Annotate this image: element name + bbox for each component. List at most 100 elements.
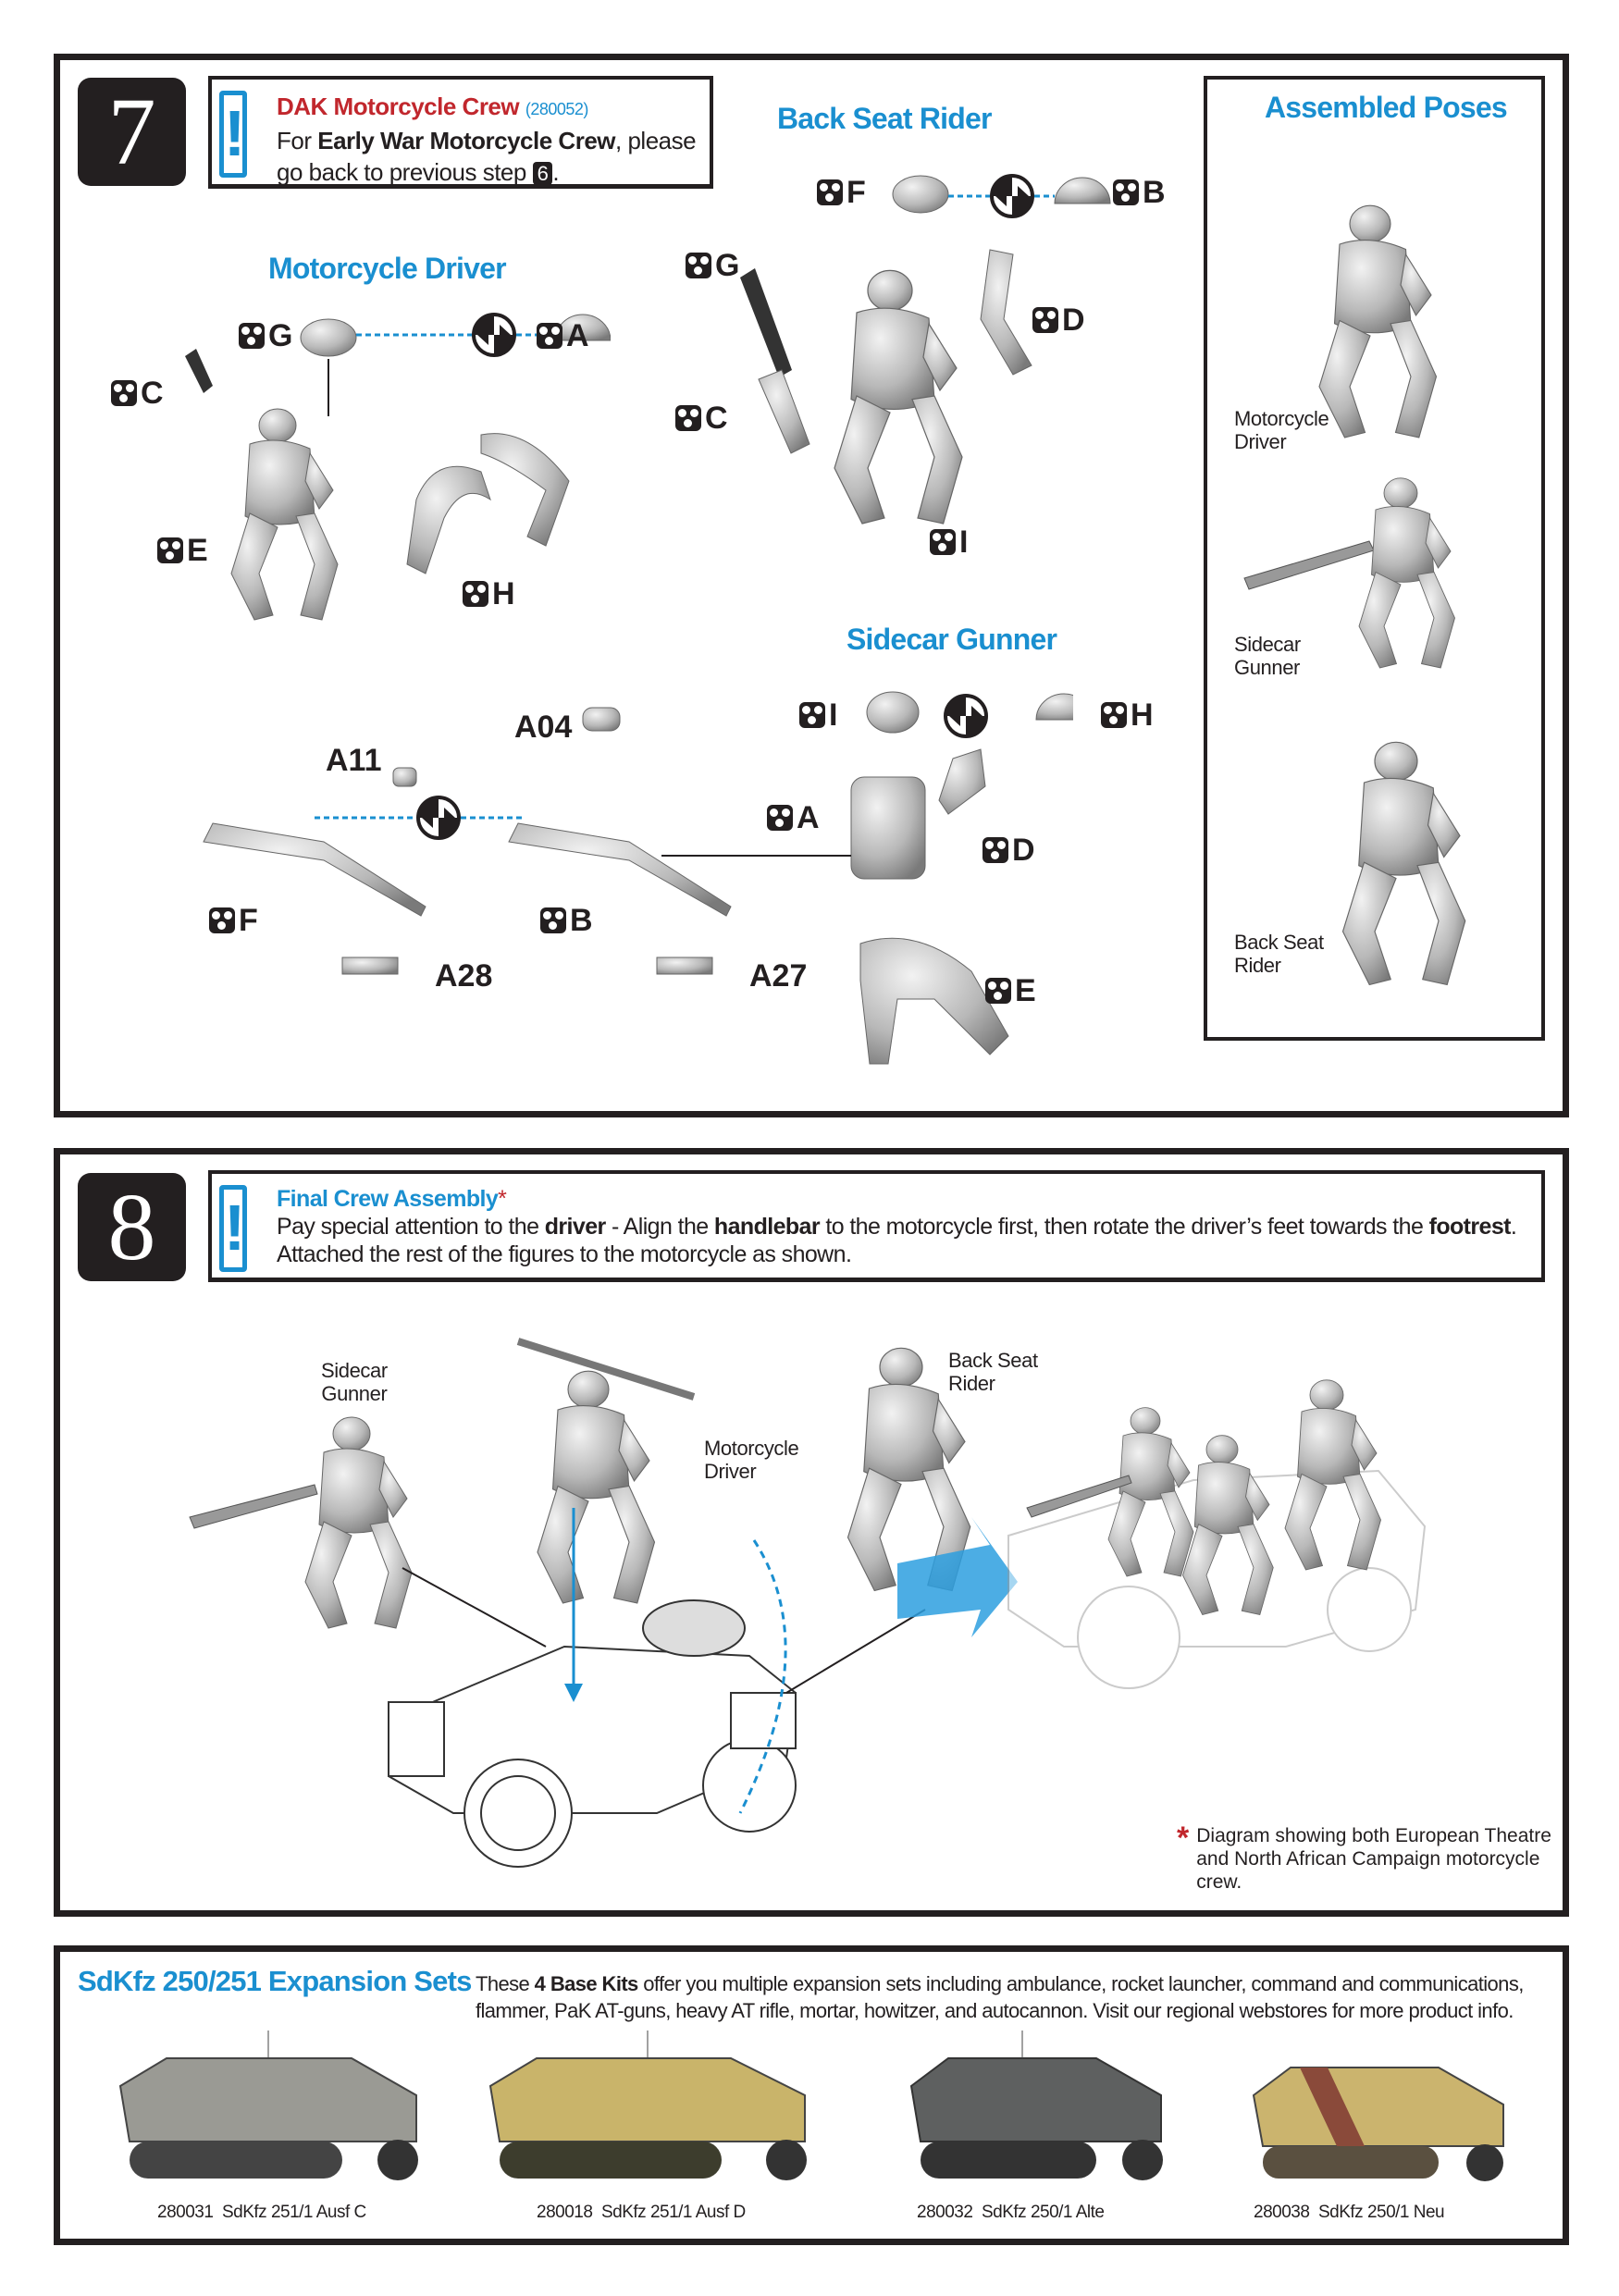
note-text: , please (615, 127, 697, 154)
part-letter: A (566, 318, 589, 353)
part-letter: H (1131, 697, 1154, 733)
arrow-icon (897, 1517, 1018, 1637)
kit-caption: 280031 SdKfz 251/1 Ausf C (157, 2203, 366, 2222)
step-7-note: ! DAK Motorcycle Crew (280052) For Early… (208, 76, 713, 189)
step-ref-badge: 6 (532, 162, 553, 185)
sidecar-gunner-parts-illustration (203, 691, 1073, 1065)
footnote: * Diagram showing both European Theatre … (1177, 1821, 1556, 1894)
part-label: G (239, 320, 292, 352)
part-code-a28: A28 (435, 958, 493, 994)
part-letter: C (705, 401, 728, 436)
part-label: F (209, 905, 258, 936)
step-7-badge: 7 (78, 78, 186, 186)
pose-sidecar-gunner (1243, 477, 1455, 669)
note-bold: footrest (1428, 1214, 1512, 1240)
step-7-panel (54, 54, 1569, 1117)
part-label: E (985, 975, 1036, 1006)
part-label: F (817, 177, 866, 208)
part-letter: B (570, 903, 593, 938)
part-label: B (1113, 177, 1166, 208)
part-label: E (157, 535, 208, 566)
note-bold: driver (544, 1214, 606, 1240)
sprue-icon (686, 253, 711, 278)
exclamation-icon: ! (219, 91, 247, 178)
footnote-text: Diagram showing both European Theatre an… (1196, 1825, 1551, 1893)
part-label: G (686, 250, 739, 281)
part-letter: H (492, 576, 515, 611)
note-bold: Early War Motorcycle Crew (317, 127, 616, 154)
part-label: I (799, 699, 837, 731)
note-text: - Align the (605, 1214, 714, 1240)
desc-text: These (476, 1972, 535, 1995)
assembled-motorcycle-ghost (1007, 1469, 1427, 1689)
part-letter: I (959, 525, 969, 560)
back-seat-rider-parts-illustration (740, 174, 1111, 525)
part-letter: E (187, 533, 208, 568)
sprue-icon (767, 805, 793, 831)
final-assembly-illustration (189, 1338, 1427, 1868)
note-text: Attached the rest of the figures to the … (277, 1241, 852, 1267)
desc-text: offer you multiple expansion sets includ… (476, 1972, 1524, 2022)
sprue-icon (209, 907, 235, 933)
sprue-icon (1113, 179, 1139, 205)
part-label: C (111, 377, 164, 409)
expansion-description: These 4 Base Kits offer you multiple exp… (476, 1970, 1549, 2024)
part-label: C (675, 402, 728, 434)
kit-caption: 280032 SdKfz 250/1 Alte (917, 2203, 1105, 2222)
motorcycle-driver-parts-illustration (185, 313, 611, 621)
note-text: For (277, 127, 318, 154)
part-label: A (767, 802, 820, 833)
note-text: . (1510, 1214, 1517, 1240)
exclamation-icon: ! (219, 1185, 247, 1272)
sprue-icon (463, 581, 488, 607)
part-letter: B (1143, 175, 1166, 210)
note-text: to the motorcycle first, then rotate the… (820, 1214, 1429, 1240)
part-label: A (537, 320, 589, 352)
part-label: D (983, 834, 1035, 866)
sprue-icon (157, 537, 183, 563)
note-title: Final Crew Assembly (277, 1186, 499, 1212)
part-letter: F (847, 175, 866, 210)
part-label: B (540, 905, 593, 936)
sprue-icon (239, 323, 265, 349)
sprue-icon (985, 978, 1011, 1004)
kit-caption: 280018 SdKfz 251/1 Ausf D (537, 2203, 746, 2222)
part-letter: A (797, 800, 820, 835)
sprue-icon (930, 529, 956, 555)
note-bold: handlebar (713, 1214, 821, 1240)
part-code-a11: A11 (326, 743, 382, 778)
sprue-icon (799, 702, 825, 728)
expansion-title: SdKfz 250/251 Expansion Sets (78, 1965, 472, 1997)
sidecar-gunner-title: Sidecar Gunner (847, 623, 1057, 656)
desc-bold: 4 Base Kits (534, 1972, 639, 1995)
halftrack-280031 (118, 2031, 418, 2180)
part-label: H (463, 578, 515, 610)
asterisk: * (1177, 1821, 1190, 1856)
motorcycle-driver-figure (516, 1338, 696, 1604)
sprue-icon (540, 907, 566, 933)
part-label: D (1032, 304, 1085, 336)
part-letter: D (1012, 833, 1035, 868)
sprue-icon (1032, 307, 1058, 333)
sprue-icon (817, 179, 843, 205)
note-text: Pay special attention to the (277, 1214, 545, 1240)
step-8-note: ! Final Crew Assembly* Pay special atten… (208, 1170, 1545, 1282)
sprue-icon (111, 380, 137, 406)
assembled-poses-box (1204, 76, 1545, 1041)
part-code-a27: A27 (749, 958, 808, 994)
note-code: (280052) (525, 100, 589, 118)
halftrack-280032 (909, 2031, 1163, 2180)
part-code-a04: A04 (514, 710, 573, 745)
part-letter: F (239, 903, 258, 938)
part-letter: G (268, 318, 293, 353)
part-letter: E (1015, 973, 1036, 1008)
motorcycle-sidecar (388, 1599, 797, 1868)
note-title: DAK Motorcycle Crew (277, 93, 520, 120)
assembled-poses-title: Assembled Poses (1265, 91, 1508, 124)
